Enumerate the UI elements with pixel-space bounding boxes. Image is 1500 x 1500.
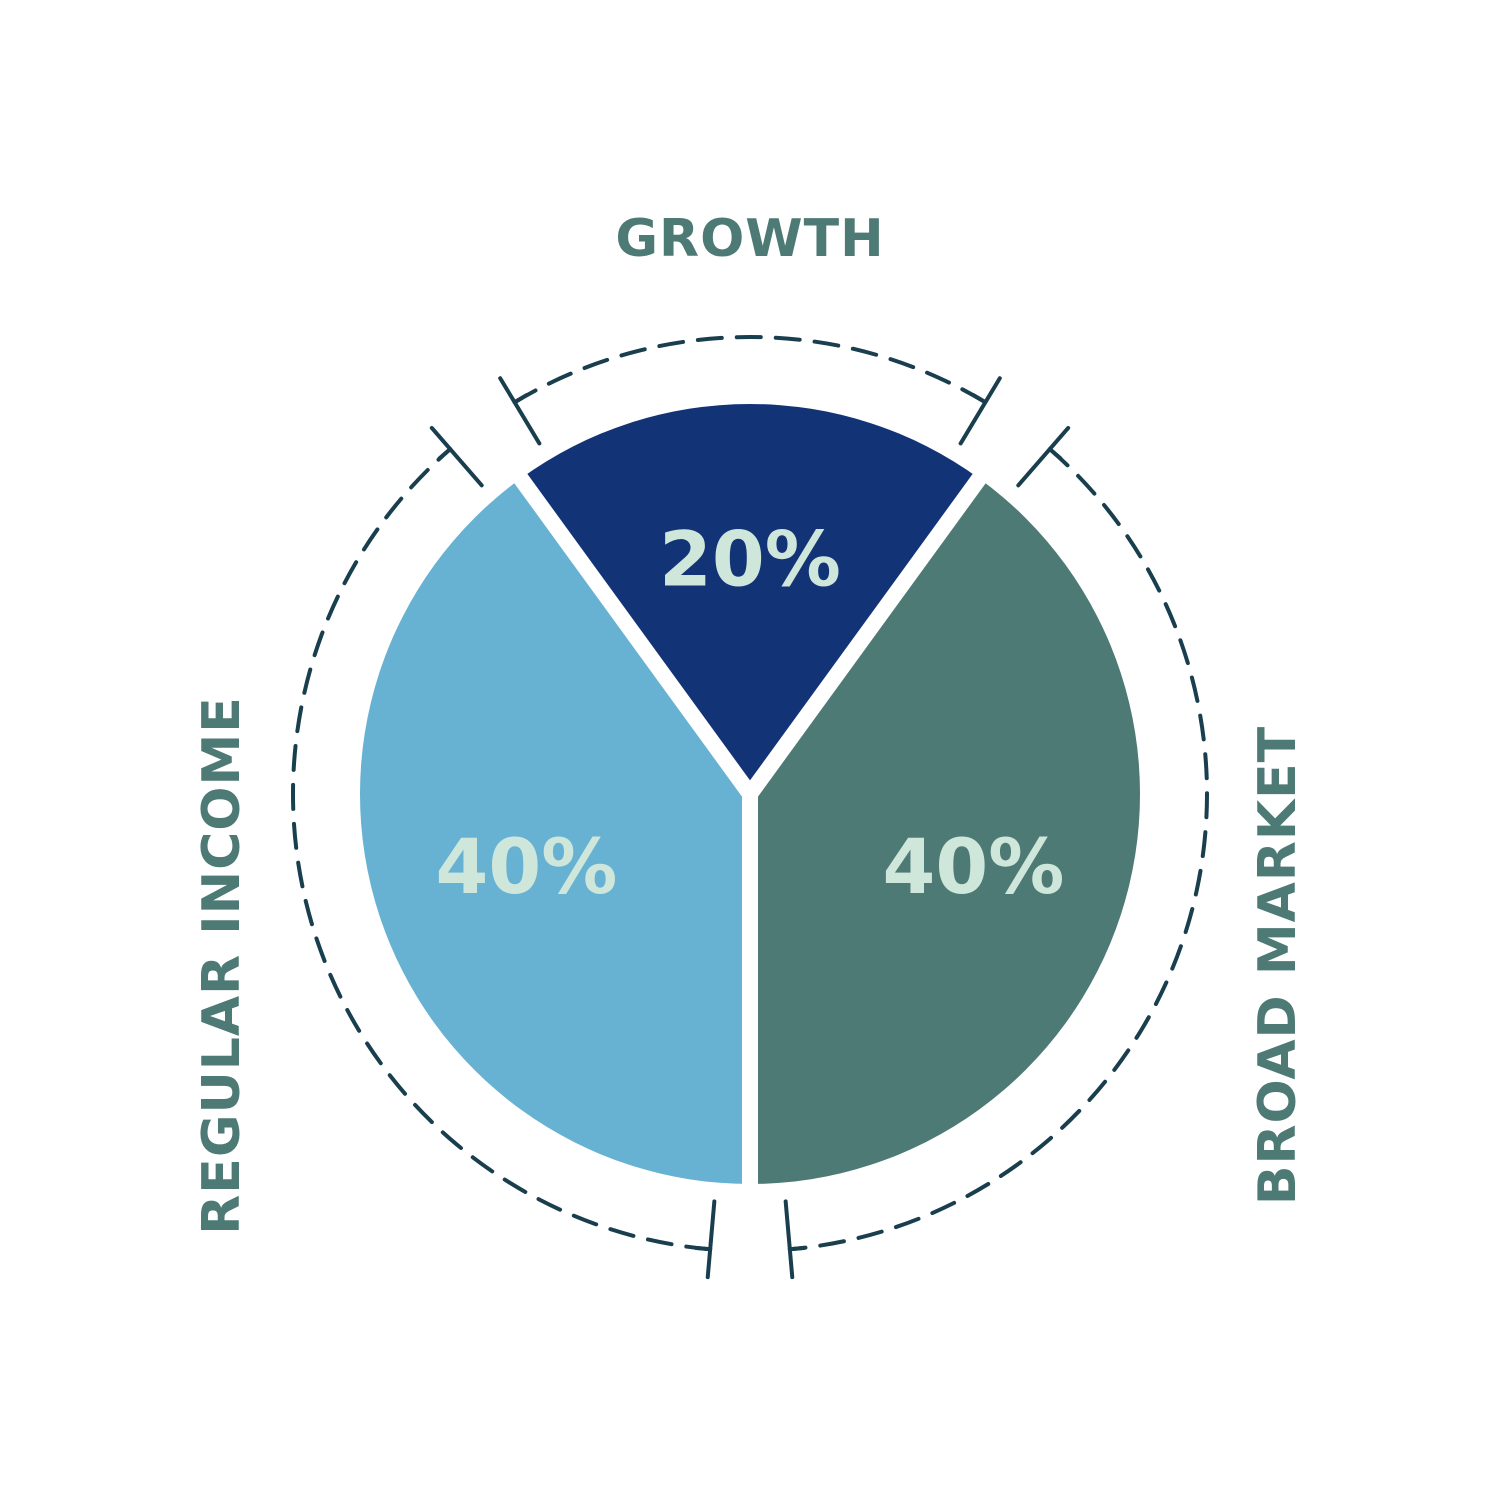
arc-cap-tick-regular-income-end bbox=[437, 447, 453, 461]
pie-slice-growth bbox=[520, 403, 980, 794]
category-labels: GROWTH BROAD MARKET REGULAR INCOME bbox=[192, 209, 1308, 1235]
category-label-broad-market: BROAD MARKET bbox=[1248, 726, 1308, 1205]
slice-separator-1 bbox=[511, 470, 757, 799]
category-arcs bbox=[291, 334, 1209, 1280]
pie-slice-broad-market bbox=[750, 478, 1141, 1185]
arc-end-tick-broad-market-start bbox=[1016, 425, 1071, 488]
value-label-regular-income: 40% bbox=[436, 822, 618, 911]
arc-cap-tick-growth-end bbox=[971, 393, 988, 405]
pie-slices bbox=[359, 403, 1141, 1188]
arc-end-tick-broad-market-end bbox=[783, 1199, 795, 1280]
dashed-arc-growth bbox=[512, 334, 988, 405]
arc-end-tick-regular-income-end bbox=[429, 425, 484, 488]
value-labels: 20% 40% 40% bbox=[436, 515, 1065, 912]
arc-end-tick-growth-start bbox=[498, 376, 542, 446]
category-label-growth: GROWTH bbox=[615, 209, 884, 269]
dashed-arc-broad-market bbox=[787, 447, 1209, 1252]
arc-cap-tick-growth-start bbox=[512, 393, 529, 405]
pie-slice-regular-income bbox=[359, 478, 750, 1185]
arc-end-tick-growth-end bbox=[958, 376, 1002, 446]
arc-cap-tick-regular-income-start bbox=[694, 1246, 713, 1252]
arc-cap-tick-broad-market-start bbox=[1047, 447, 1063, 461]
dashed-arc-regular-income bbox=[291, 447, 713, 1252]
arc-cap-tick-broad-market-end bbox=[787, 1246, 806, 1252]
value-label-broad-market: 40% bbox=[883, 822, 1065, 911]
value-label-growth: 20% bbox=[659, 515, 841, 604]
category-label-regular-income: REGULAR INCOME bbox=[192, 696, 252, 1235]
slice-separator-2 bbox=[743, 470, 989, 799]
arc-end-tick-regular-income-start bbox=[705, 1199, 717, 1280]
